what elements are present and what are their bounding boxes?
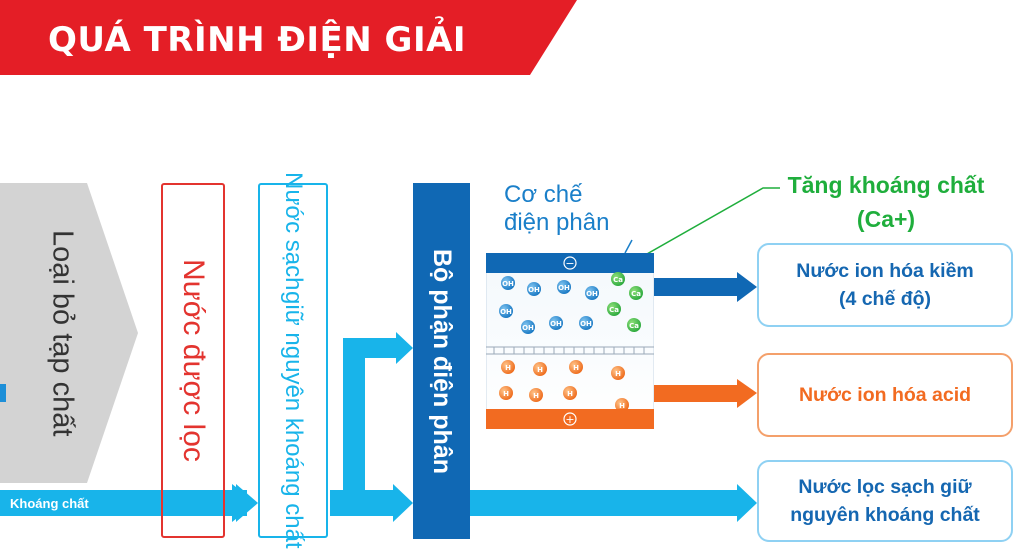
clean-water-output: Nước lọc sạch giữ nguyên khoáng chất: [757, 460, 1013, 542]
electrolysis-cell: − OH OH OH OH OH OH OH OH Ca Ca Ca Ca H …: [486, 253, 654, 429]
svg-text:H: H: [615, 370, 621, 378]
mineral-input-label: Khoáng chất: [10, 496, 89, 511]
svg-text:H: H: [503, 390, 509, 398]
anode-bar: [486, 409, 654, 429]
svg-text:Ca: Ca: [613, 276, 623, 284]
arrow-to-unit-top: [396, 332, 413, 364]
pipe-alkaline: [654, 278, 739, 296]
cathode-sign: −: [565, 257, 574, 270]
alkaline-line1: Nước ion hóa kiềm: [796, 260, 974, 282]
svg-text:H: H: [567, 390, 573, 398]
filtered-water-label: Nước được lọc: [177, 259, 210, 462]
arrow-acid: [737, 379, 757, 408]
svg-text:H: H: [573, 364, 579, 372]
alkaline-water-output: Nước ion hóa kiềm (4 chế độ): [757, 243, 1013, 327]
hydroxide-ions: OH OH OH OH OH OH OH OH: [499, 276, 599, 334]
clean-water-label-line2: giữ nguyên khoáng chất: [280, 290, 307, 549]
mineral-increase-line2: (Ca+): [856, 206, 916, 232]
cathode-bar: [486, 253, 654, 273]
mechanism-label-line1: Cơ chế: [504, 181, 583, 208]
arrow-alkaline: [737, 272, 757, 302]
svg-text:H: H: [619, 402, 625, 410]
svg-text:H: H: [505, 364, 511, 372]
svg-text:OH: OH: [558, 284, 570, 292]
mineral-increase-line1: Tăng khoáng chất: [787, 172, 985, 198]
arrow-to-unit-bottom: [393, 484, 413, 522]
mechanism-leader-line: [624, 239, 633, 254]
mechanism-label: Cơ chế điện phân: [504, 181, 664, 237]
pipe-clean-output: [470, 490, 740, 516]
filtered-water-box: Nước được lọc: [161, 183, 225, 538]
arrow-to-clean: [232, 484, 257, 522]
calcium-leader-line: [616, 187, 780, 272]
input-pipe-stub: [0, 384, 6, 402]
mineral-increase-label: Tăng khoáng chất (Ca+): [760, 168, 1012, 236]
electrolysis-unit-label: Bộ phận điện phân: [428, 248, 456, 474]
svg-text:OH: OH: [586, 290, 598, 298]
clean-water-box: Nước sạch giữ nguyên khoáng chất: [258, 172, 328, 549]
svg-text:OH: OH: [550, 320, 562, 328]
svg-text:OH: OH: [528, 286, 540, 294]
membrane: [493, 347, 645, 354]
electrolysis-unit-box: Bộ phận điện phân: [413, 183, 470, 539]
svg-text:H: H: [537, 366, 543, 374]
svg-text:Ca: Ca: [631, 290, 641, 298]
acid-label: Nước ion hóa acid: [798, 384, 972, 406]
svg-text:Ca: Ca: [629, 322, 639, 330]
pipe-acid: [654, 385, 739, 402]
svg-text:OH: OH: [580, 320, 592, 328]
svg-text:H: H: [533, 392, 539, 400]
svg-text:Ca: Ca: [609, 306, 619, 314]
mineral-input-pipe: [0, 490, 238, 516]
remove-impurities-label: Loại bỏ tạp chất: [46, 229, 79, 437]
clean-output-line2: nguyên khoáng chất: [790, 504, 980, 526]
title-banner: [0, 0, 577, 75]
remove-impurities-chevron: [0, 183, 138, 483]
svg-text:OH: OH: [502, 280, 514, 288]
page-title: QUÁ TRÌNH ĐIỆN GIẢI: [48, 20, 467, 60]
clean-output-line1: Nước lọc sạch giữ: [798, 476, 972, 498]
anode-sign: +: [565, 413, 574, 426]
acid-water-output: Nước ion hóa acid: [757, 353, 1013, 437]
splitter-top-branch: [343, 338, 398, 358]
svg-text:OH: OH: [500, 308, 512, 316]
mechanism-label-line2: điện phân: [504, 209, 610, 236]
splitter-vertical: [343, 338, 365, 516]
arrow-clean-output: [737, 484, 757, 522]
hydrogen-ions: H H H H H H H H: [499, 360, 629, 412]
alkaline-line2: (4 chế độ): [838, 288, 932, 310]
clean-water-label-line1: Nước sạch: [280, 172, 307, 291]
svg-text:OH: OH: [522, 324, 534, 332]
calcium-ions: Ca Ca Ca Ca: [607, 272, 643, 332]
